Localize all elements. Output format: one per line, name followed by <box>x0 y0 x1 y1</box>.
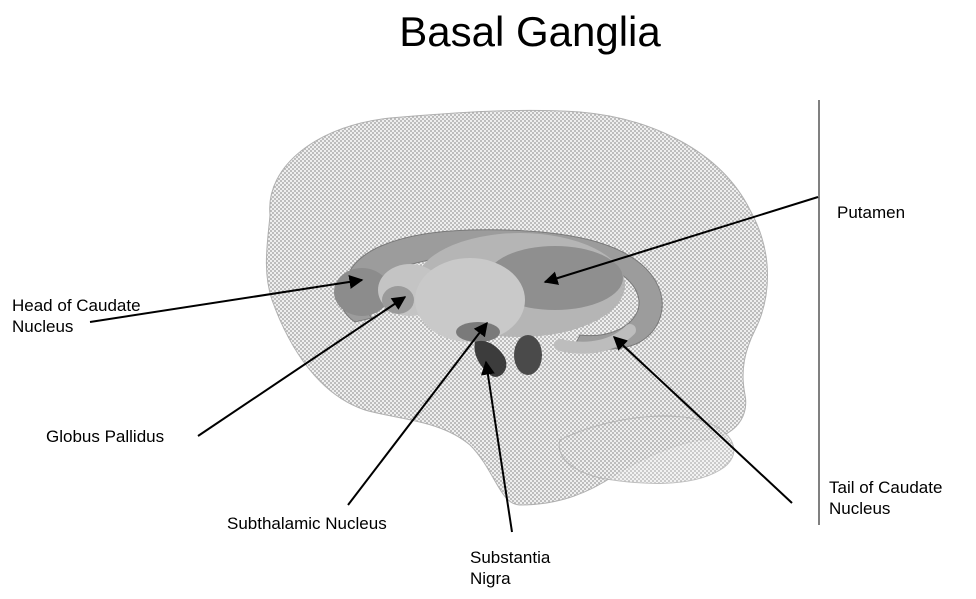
label-putamen-text: Putamen <box>837 202 905 223</box>
label-substantia-nigra-line2: Nigra <box>470 568 550 589</box>
page-title: Basal Ganglia <box>0 8 976 56</box>
label-subthalamic-nucleus: Subthalamic Nucleus <box>227 513 387 534</box>
label-substantia-nigra: Substantia Nigra <box>470 547 550 589</box>
label-tail-of-caudate-line2: Nucleus <box>829 498 942 519</box>
label-head-of-caudate: Head of Caudate Nucleus <box>12 295 141 337</box>
label-head-of-caudate-line2: Nucleus <box>12 316 141 337</box>
label-tail-of-caudate-line1: Tail of Caudate <box>829 477 942 498</box>
label-putamen: Putamen <box>837 202 905 223</box>
label-subthalamic-nucleus-text: Subthalamic Nucleus <box>227 513 387 534</box>
red-nucleus-shape <box>514 335 542 375</box>
subthalamic-shape <box>456 322 500 342</box>
label-head-of-caudate-line1: Head of Caudate <box>12 295 141 316</box>
label-tail-of-caudate: Tail of Caudate Nucleus <box>829 477 942 519</box>
label-globus-pallidus-text: Globus Pallidus <box>46 426 164 447</box>
label-globus-pallidus: Globus Pallidus <box>46 426 164 447</box>
label-substantia-nigra-line1: Substantia <box>470 547 550 568</box>
